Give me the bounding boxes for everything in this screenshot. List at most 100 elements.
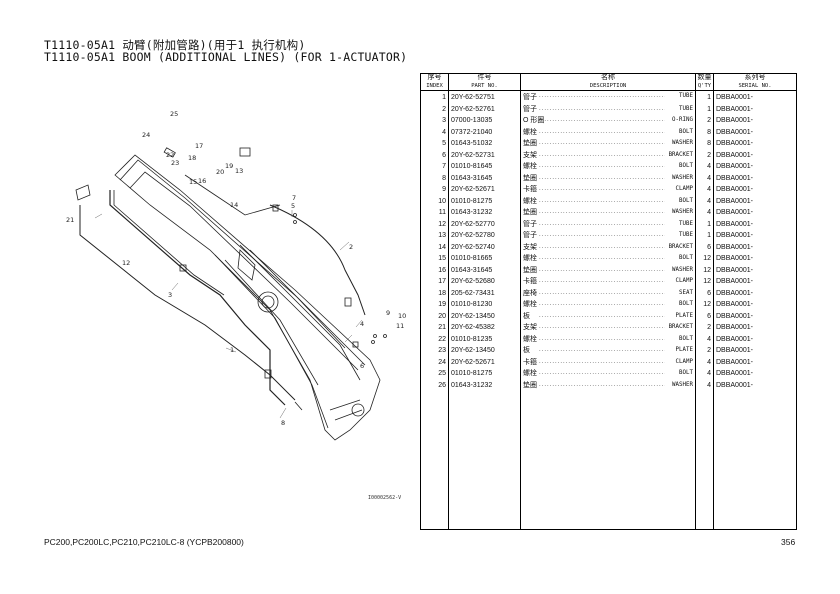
leader-dots: ........................................…	[539, 140, 665, 146]
row-serial: DBBA0001-	[713, 276, 797, 288]
row-index: 17	[420, 276, 449, 288]
row-serial: DBBA0001-	[713, 253, 797, 265]
row-description: 螺栓......................................…	[520, 368, 696, 380]
row-name-en: PLATE	[675, 310, 693, 322]
row-name-en: PLATE	[675, 345, 693, 357]
row-index: 22	[420, 333, 449, 345]
boom-drawing	[75, 147, 387, 441]
row-name-en: CLAMP	[675, 356, 693, 368]
callout-7: 7	[292, 194, 296, 202]
leader-dots: ........................................…	[539, 347, 665, 353]
leader-dots: ........................................…	[539, 289, 665, 296]
row-qty: 1	[695, 90, 714, 104]
row-index: 23	[420, 345, 449, 357]
row-serial: DBBA0001-	[713, 138, 797, 150]
row-index: 18	[420, 287, 449, 299]
callout-22: 22	[166, 151, 174, 159]
row-serial: DBBA0001-	[713, 230, 797, 242]
row-part-no: 20Y-62-52751	[448, 90, 521, 104]
row-part-no: 20Y-62-52740	[448, 241, 521, 253]
row-description: 垫圈......................................…	[520, 379, 696, 391]
row-name-cn: 支架	[523, 324, 537, 331]
row-name-en: BRACKET	[668, 241, 693, 253]
row-serial: DBBA0001-	[713, 379, 797, 391]
row-name-en: BOLT	[679, 161, 693, 173]
row-index: 21	[420, 322, 449, 334]
row-description: 支架......................................…	[520, 322, 696, 334]
leader-dots: ........................................…	[539, 128, 665, 135]
row-part-no: 01643-51032	[448, 138, 521, 150]
row-name-en: SEAT	[679, 287, 693, 299]
leader-dots: ........................................…	[539, 278, 665, 284]
row-serial: DBBA0001-	[713, 356, 797, 368]
row-part-no: 20Y-62-52770	[448, 218, 521, 230]
row-qty: 4	[695, 172, 714, 184]
row-name-cn: 垫圈	[523, 266, 537, 274]
row-qty: 4	[695, 368, 714, 380]
callout-16: 16	[198, 177, 206, 185]
row-name-cn: 板	[523, 347, 530, 354]
row-part-no: 07000-13035	[448, 115, 521, 127]
row-part-no: 01010-81665	[448, 253, 521, 265]
row-index: 5	[420, 138, 449, 150]
leader-dots: ........................................…	[539, 197, 665, 204]
row-part-no: 20Y-62-13450	[448, 345, 521, 357]
leader-dots: ........................................…	[539, 151, 665, 158]
row-index: 20	[420, 310, 449, 322]
row-description: 螺栓......................................…	[520, 161, 696, 173]
callout-25: 25	[170, 110, 178, 118]
row-qty: 4	[695, 379, 714, 391]
leader-dots: ........................................…	[539, 324, 665, 330]
row-part-no: 01010-81275	[448, 368, 521, 380]
row-index: 7	[420, 161, 449, 173]
callout-23: 23	[171, 159, 179, 167]
row-name-cn: 螺栓	[523, 128, 537, 136]
callout-6: 6	[360, 362, 364, 370]
row-name-en: BOLT	[679, 299, 693, 311]
callout-labels: 1 2 3 4 5 6 7 8 9 10 11 12 13 14 15 16 1…	[66, 110, 406, 427]
row-serial: DBBA0001-	[713, 103, 797, 115]
row-serial: DBBA0001-	[713, 172, 797, 184]
row-index: 14	[420, 241, 449, 253]
row-serial: DBBA0001-	[713, 299, 797, 311]
row-description: 垫圈......................................…	[520, 207, 696, 219]
leader-dots: ........................................…	[539, 370, 665, 376]
row-name-en: BOLT	[679, 195, 693, 207]
callout-4: 4	[360, 320, 364, 328]
row-qty: 4	[695, 184, 714, 196]
row-name-en: WASHER	[672, 379, 693, 391]
leader-dots: ........................................…	[539, 209, 665, 215]
row-name-cn: 管子	[523, 232, 537, 239]
row-name-en: CLAMP	[675, 184, 693, 196]
row-serial: DBBA0001-	[713, 310, 797, 322]
row-serial: DBBA0001-	[713, 333, 797, 345]
row-part-no: 20Y-62-45382	[448, 322, 521, 334]
row-part-no: 20Y-62-52731	[448, 149, 521, 161]
row-name-cn: O 形圈	[523, 117, 545, 124]
row-serial: DBBA0001-	[713, 195, 797, 207]
row-name-cn: 支架	[523, 243, 537, 251]
row-index: 11	[420, 207, 449, 219]
page-title-english: T1110-05A1 BOOM (ADDITIONAL LINES) (FOR …	[44, 50, 408, 64]
row-name-cn: 管子	[523, 94, 537, 101]
row-qty: 8	[695, 138, 714, 150]
row-name-en: BOLT	[679, 126, 693, 138]
row-part-no: 20Y-62-52761	[448, 103, 521, 115]
row-description: 管子......................................…	[520, 230, 696, 242]
row-part-no: 01010-81645	[448, 161, 521, 173]
row-qty: 4	[695, 161, 714, 173]
